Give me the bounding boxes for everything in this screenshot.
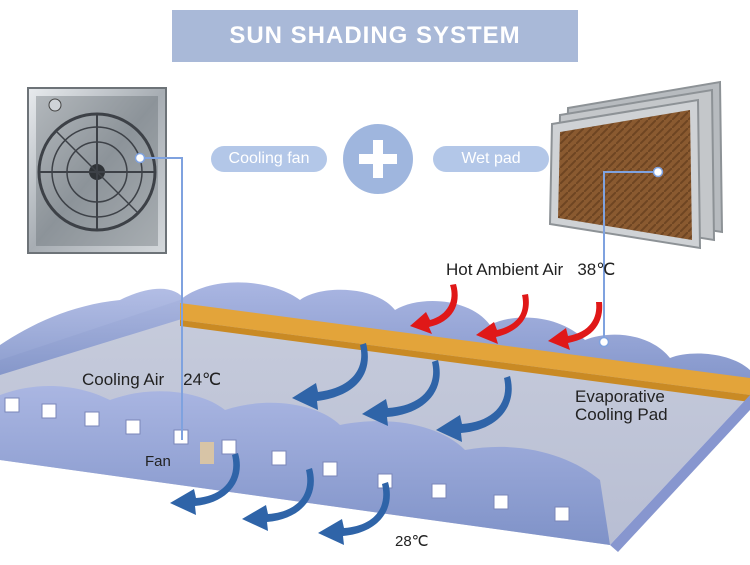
- wet-pad-label: Wet pad: [461, 150, 521, 167]
- exhaust-arrow-2: [242, 468, 314, 531]
- cooling-fan-image: [27, 87, 167, 254]
- exhaust-arrow-3: [318, 482, 390, 545]
- wet-pad-pill: Wet pad: [433, 146, 549, 172]
- cool-arrow-3: [436, 376, 512, 442]
- hot-arrow-1: [410, 284, 458, 334]
- fan-label: Fan: [145, 453, 171, 470]
- cooling-temp: 24℃: [183, 370, 222, 389]
- title-banner: SUN SHADING SYSTEM: [172, 10, 578, 62]
- page-title: SUN SHADING SYSTEM: [229, 22, 521, 49]
- hot-arrow-2: [476, 294, 529, 344]
- wet-pad-image: [548, 80, 724, 250]
- cooling-air-arrows: [170, 343, 512, 545]
- end-wall: [610, 395, 750, 552]
- hot-air-label: Hot Ambient Air 38℃: [446, 260, 616, 279]
- fan-wall: [0, 385, 610, 545]
- plus-icon: [343, 124, 413, 194]
- exhaust-arrow-1: [170, 453, 240, 515]
- pad-label-line2: Cooling Pad: [575, 405, 668, 424]
- cool-arrow-1: [292, 343, 368, 410]
- hot-temp: 38℃: [577, 260, 616, 279]
- door: [200, 442, 214, 464]
- cooling-fan-label: Cooling fan: [228, 150, 310, 167]
- pad-label-line1: Evaporative: [575, 387, 665, 406]
- cooling-fan-pill: Cooling fan: [211, 146, 327, 172]
- back-wall: [0, 288, 185, 375]
- hot-arrow-3: [548, 302, 603, 350]
- cool-arrow-2: [362, 360, 440, 426]
- cooling-air-label: Cooling Air 24℃: [82, 370, 222, 389]
- connector-lines: [140, 157, 658, 440]
- hot-air-arrows: [410, 284, 603, 350]
- exhaust-temp-label: 28℃: [395, 533, 429, 550]
- evaporative-pad-strip: [180, 303, 750, 395]
- evaporative-pad-label: Evaporative Cooling Pad: [575, 388, 668, 424]
